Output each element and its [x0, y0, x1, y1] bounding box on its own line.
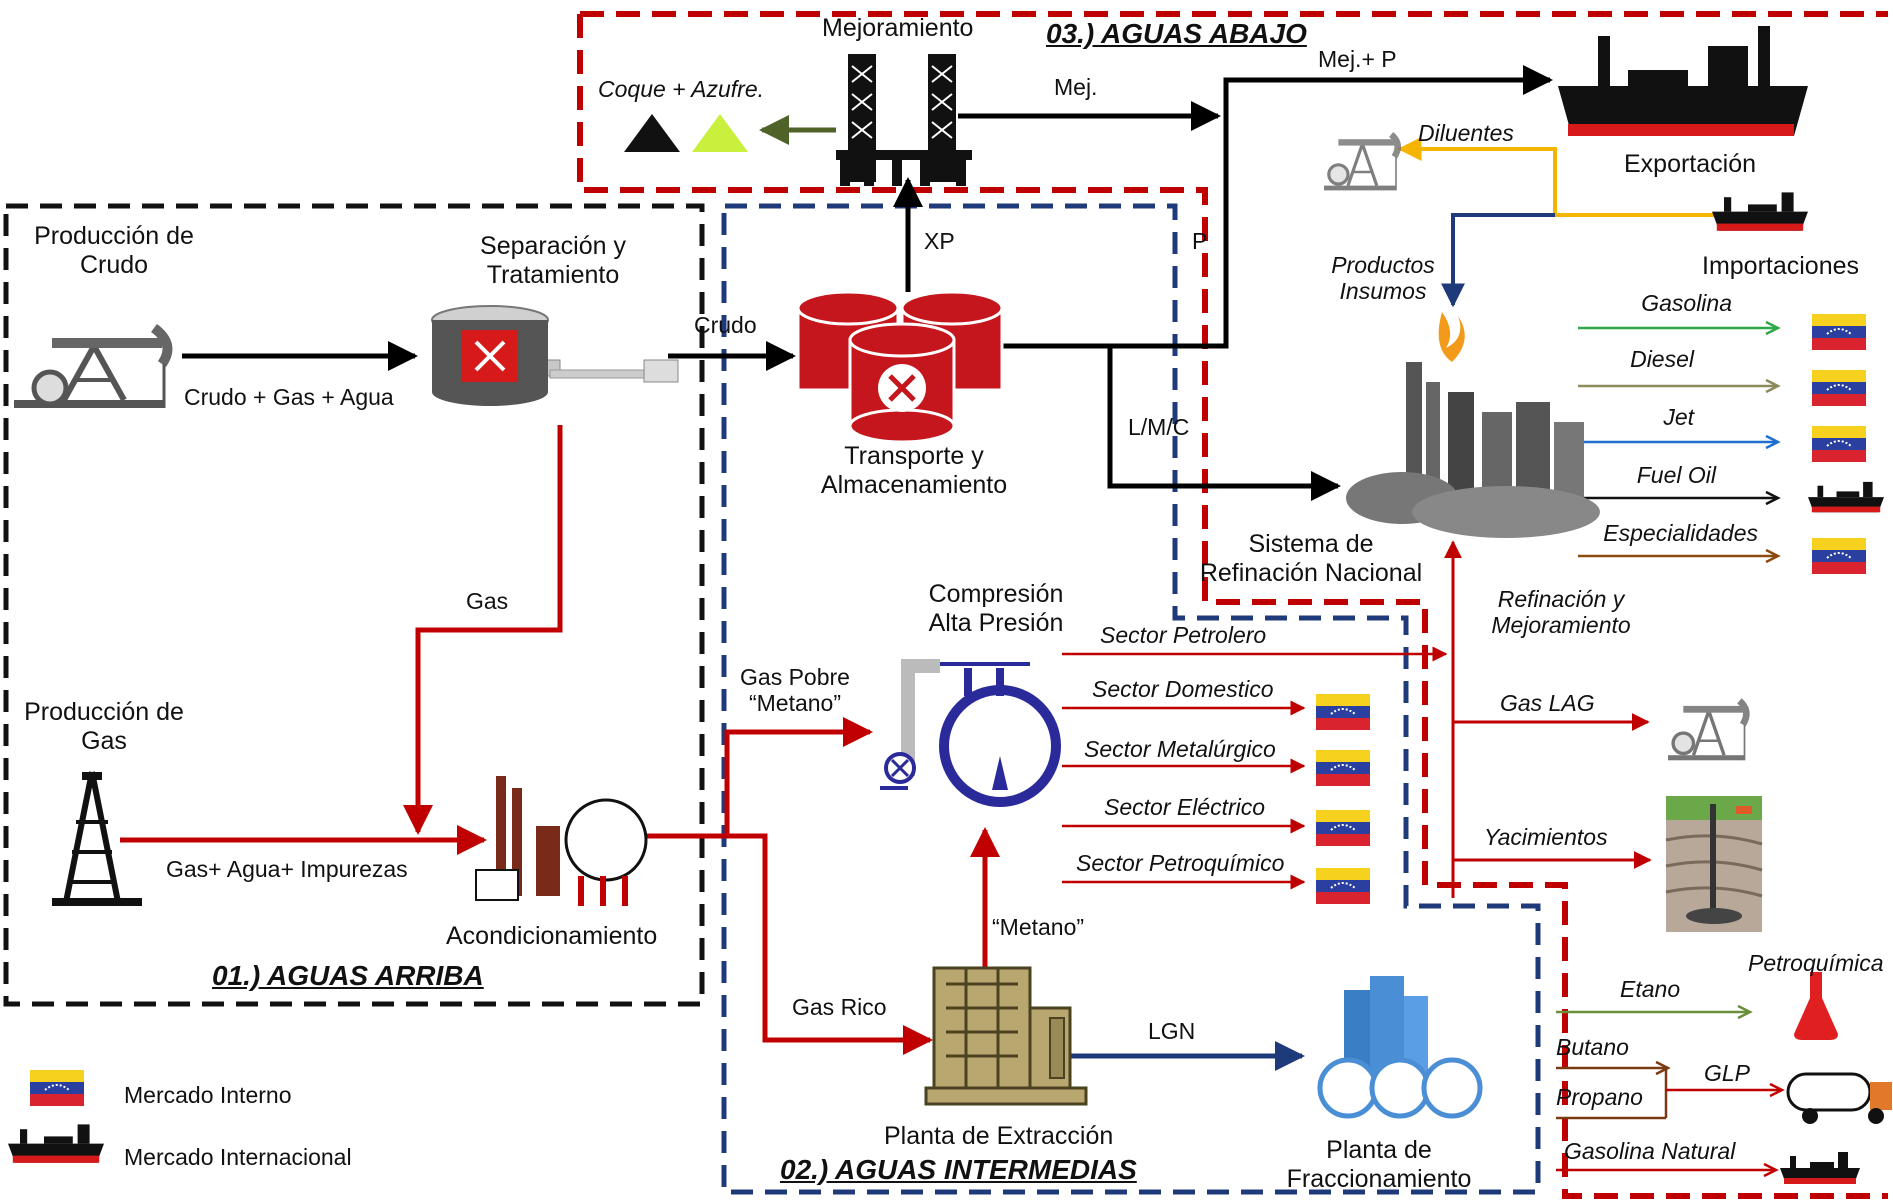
gas-sector-label: Sector Domestico	[1092, 676, 1274, 702]
flow-label-p: P	[1192, 228, 1208, 254]
flow-label-lgn: LGN	[1148, 1018, 1196, 1044]
section-title-midstream: 02.) AGUAS INTERMEDIAS	[780, 1154, 1137, 1185]
upgrading-label: Mejoramiento	[822, 14, 974, 42]
fractionation-product-label: Etano	[1620, 976, 1681, 1002]
gas-sector-label: Sector Petroquímico	[1076, 850, 1285, 876]
transport-label: Transporte y Almacenamiento	[820, 442, 1008, 499]
internal-market-flag-icon	[1315, 867, 1371, 905]
flow-label-rich-gas: Gas Rico	[792, 994, 887, 1020]
flow-label-gas: Gas	[466, 588, 509, 614]
export-label: Exportación	[1624, 150, 1757, 178]
flow-label-xp: XP	[924, 228, 955, 254]
flow-label-crude-gas-water: Crudo + Gas + Agua	[184, 384, 394, 410]
internal-market-flag-icon	[1315, 693, 1371, 731]
pumpjack-icon	[14, 323, 173, 408]
section-title-downstream: 03.) AGUAS ABAJO	[1046, 18, 1307, 49]
gas-sector-label: Sector Eléctrico	[1104, 794, 1266, 820]
flow-label-glp: GLP	[1704, 1060, 1751, 1086]
conditioning-unit-icon	[475, 776, 648, 906]
flow-label-gas-lag: Gas LAG	[1500, 690, 1595, 716]
coke-pile-icon	[624, 114, 680, 152]
flow-label-crude: Crudo	[694, 312, 757, 338]
products-inputs-label: Productos Insumos	[1331, 252, 1435, 305]
flow-label-lmc: L/M/C	[1128, 414, 1190, 440]
crude-production-label: Producción de Crudo	[34, 222, 194, 279]
internal-market-flag-icon	[1811, 537, 1867, 575]
refined-product-label: Especialidades	[1603, 520, 1758, 546]
refined-product-label: Diesel	[1630, 346, 1694, 372]
storage-tanks-icon	[796, 290, 1004, 444]
midstream-boundary	[721, 203, 1541, 1195]
compression-label: Compresión Alta Presión	[928, 580, 1064, 637]
legend-ship-icon	[8, 1124, 104, 1163]
internal-market-flag-icon	[1811, 313, 1867, 351]
internal-market-flag-icon	[1315, 809, 1371, 847]
gas-derrick-icon	[52, 771, 142, 906]
section-title-upstream: 01.) AGUAS ARRIBA	[212, 960, 484, 991]
fractionation-plant-icon	[1317, 976, 1483, 1119]
refined-product-label: Gasolina	[1641, 290, 1732, 316]
flow-label-mej: Mej.	[1054, 74, 1098, 100]
extraction-plant-label: Planta de Extracción	[884, 1122, 1114, 1150]
flow-label-mej-p: Mej.+ P	[1318, 46, 1397, 72]
legend-international-market: Mercado Internacional	[124, 1144, 352, 1170]
fractionation-product-label: Propano	[1556, 1084, 1643, 1110]
sulfur-pile-icon	[692, 114, 748, 152]
upstream-boundary	[3, 203, 705, 1007]
fractionation-product-label: Gasolina Natural	[1564, 1138, 1736, 1164]
international-market-ship-icon	[1808, 481, 1884, 513]
separator-tank-icon	[431, 305, 679, 406]
export-ship-icon	[1558, 26, 1808, 136]
glp-truck-icon	[1786, 1072, 1892, 1124]
imports-label: Importaciones	[1702, 252, 1860, 280]
refined-product-label: Fuel Oil	[1636, 462, 1716, 488]
gas-sector-label: Sector Petrolero	[1100, 622, 1267, 648]
flow-label-diluents: Diluentes	[1418, 120, 1514, 146]
gas-sector-label: Sector Metalúrgico	[1084, 736, 1276, 762]
refined-product-label: Jet	[1663, 404, 1694, 430]
flow-label-refining-upgrading: Refinación y Mejoramiento	[1491, 586, 1631, 639]
internal-market-flag-icon	[1811, 425, 1867, 463]
petrochemical-label: Petroquímica	[1748, 950, 1884, 976]
separation-label: Separación y Tratamiento	[480, 232, 626, 289]
downstream-boundary	[577, 14, 1888, 1199]
refinery-icon	[1346, 312, 1600, 538]
import-ship-icon	[1712, 192, 1808, 231]
legend-flag-icon	[29, 1069, 85, 1107]
natural-gasoline-ship-icon	[1780, 1152, 1860, 1184]
fractionation-plant-label: Planta de Fraccionamiento	[1286, 1136, 1472, 1193]
petrochemical-flask-icon	[1794, 972, 1838, 1040]
flow-label-reservoirs: Yacimientos	[1484, 824, 1608, 850]
diluent-pumpjack-icon	[1324, 134, 1398, 190]
reservoir-icon	[1665, 796, 1763, 932]
internal-market-flag-icon	[1811, 369, 1867, 407]
internal-market-flag-icon	[1315, 749, 1371, 787]
upgrader-icon	[836, 54, 972, 186]
gas-lag-pumpjack-icon	[1668, 701, 1746, 761]
extraction-plant-icon	[924, 966, 1088, 1106]
flow-label-methane: “Metano”	[992, 914, 1085, 940]
gas-production-label: Producción de Gas	[24, 698, 184, 755]
flow-label-lean-gas: Gas Pobre “Metano”	[740, 664, 850, 717]
compressor-icon	[880, 659, 1061, 807]
coke-sulfur-label: Coque + Azufre.	[598, 76, 764, 102]
refining-system-label: Sistema de Refinación Nacional	[1199, 530, 1423, 587]
fractionation-product-label: Butano	[1556, 1034, 1629, 1060]
flow-label-gas-water-impurities: Gas+ Agua+ Impurezas	[166, 856, 408, 882]
legend-internal-market: Mercado Interno	[124, 1082, 292, 1108]
conditioning-label: Acondicionamiento	[446, 922, 658, 950]
